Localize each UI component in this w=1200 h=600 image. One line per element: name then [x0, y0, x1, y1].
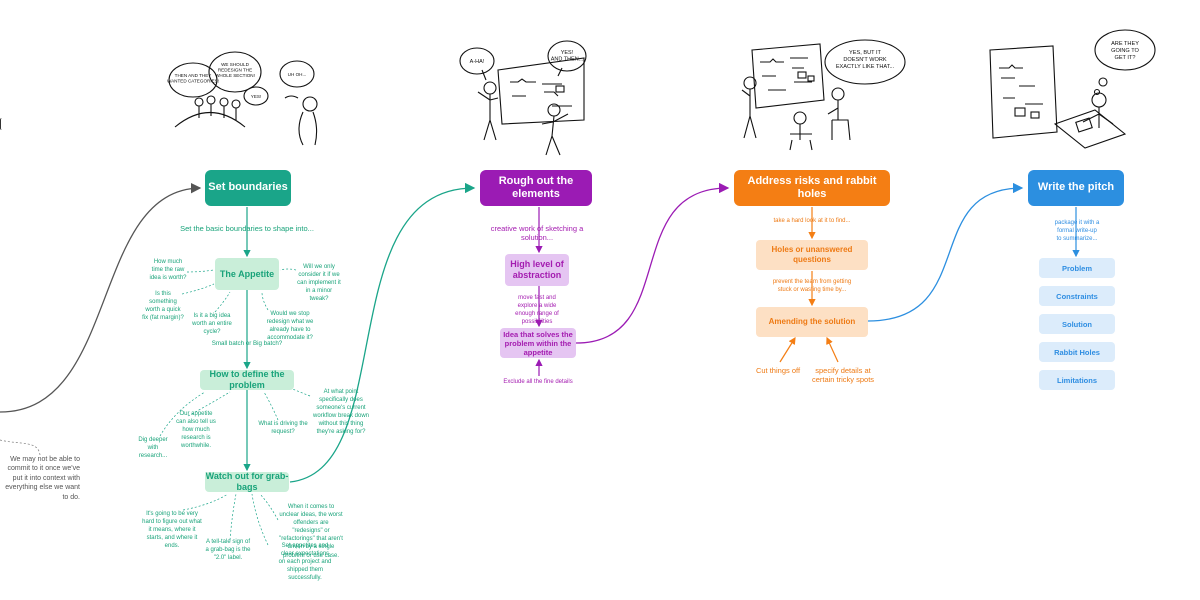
appetite-node[interactable]: The Appetite: [215, 258, 279, 290]
pitch-item-limitations[interactable]: Limitations: [1039, 370, 1115, 390]
appetite-note: Would we stop redesign what we already h…: [266, 311, 314, 342]
package-note: package it with a formal write-up to sum…: [1054, 220, 1100, 243]
flow-curve-teal: [289, 182, 476, 483]
cut-note: Cut things off: [755, 366, 801, 375]
flow-curve-purple: [575, 182, 730, 344]
svg-text:A-HA!: A-HA!: [470, 59, 485, 65]
svg-text:UH OH...: UH OH...: [288, 72, 307, 77]
exclude-note: Exclude all the fine details: [503, 379, 573, 385]
grab-note: A tell-tale sign of a grab-bag is the "2…: [205, 539, 251, 562]
pitch-item-rabbit-holes[interactable]: Rabbit Holes: [1039, 342, 1115, 362]
define-note: Dig deeper with research...: [138, 437, 168, 460]
holes-node[interactable]: Holes or unanswered questions: [756, 240, 868, 270]
define-problem-node[interactable]: How to define the problem: [200, 369, 294, 390]
rough-out-node[interactable]: Rough out the elements: [480, 170, 592, 206]
grab-bags-node[interactable]: Watch out for grab-bags: [205, 471, 289, 492]
appetite-note: Will we only consider it if we can imple…: [297, 264, 341, 303]
define-note: Our appetite can also tell us how much r…: [176, 411, 216, 450]
grab-note: It's going to be very hard to figure out…: [142, 511, 202, 550]
set-boundaries-subtitle: Set the basic boundaries to shape into..…: [180, 224, 314, 233]
small-big-note: Small batch or Big batch?: [211, 340, 283, 347]
left-note: We may not be able to commit to it once …: [5, 456, 80, 501]
prevent-note: prevent the team from getting stuck or w…: [772, 279, 852, 294]
sketch-whiteboard-ideas: A-HA! YES!AND THEN...: [459, 40, 587, 156]
grab-note: When it comes to unclear ideas, the wors…: [279, 504, 343, 559]
appetite-note: Is it a big idea worth an entire cycle?: [192, 313, 232, 336]
define-note: At what point specifically does someone'…: [312, 389, 370, 436]
grab-note: Set appetites and clear expectations on …: [278, 543, 332, 582]
arrow-tip-fragment: [0, 118, 5, 130]
address-risks-node[interactable]: Address risks and rabbit holes: [734, 170, 890, 206]
amend-node[interactable]: Amending the solution: [756, 307, 868, 337]
svg-text:YES!: YES!: [251, 94, 261, 99]
set-boundaries-node[interactable]: Set boundaries: [205, 170, 291, 206]
flow-curve-start: [0, 182, 202, 413]
define-note: What is driving the request?: [258, 421, 308, 436]
specify-note: specify details at certain tricky spots: [811, 366, 875, 384]
flow-curve-blue: [867, 182, 1024, 322]
high-abstraction-node[interactable]: High level of abstraction: [505, 254, 569, 286]
write-pitch-node[interactable]: Write the pitch: [1028, 170, 1124, 206]
move-note: move fast and explore a wide enough rang…: [515, 295, 559, 326]
appetite-note: How much time the raw idea is worth?: [149, 259, 187, 282]
svg-text:YES!AND THEN...: YES!AND THEN...: [551, 50, 584, 63]
idea-solves-node[interactable]: Idea that solves the problem within the …: [500, 328, 576, 358]
pitch-item-constraints[interactable]: Constraints: [1039, 286, 1115, 306]
pitch-item-solution[interactable]: Solution: [1039, 314, 1115, 334]
take-note: take a hard look at it to find...: [773, 218, 851, 224]
appetite-note: Is this something worth a quick fix (fat…: [142, 291, 184, 322]
pitch-item-problem[interactable]: Problem: [1039, 258, 1115, 278]
rough-out-subtitle: creative work of sketching a solution...: [490, 224, 584, 242]
